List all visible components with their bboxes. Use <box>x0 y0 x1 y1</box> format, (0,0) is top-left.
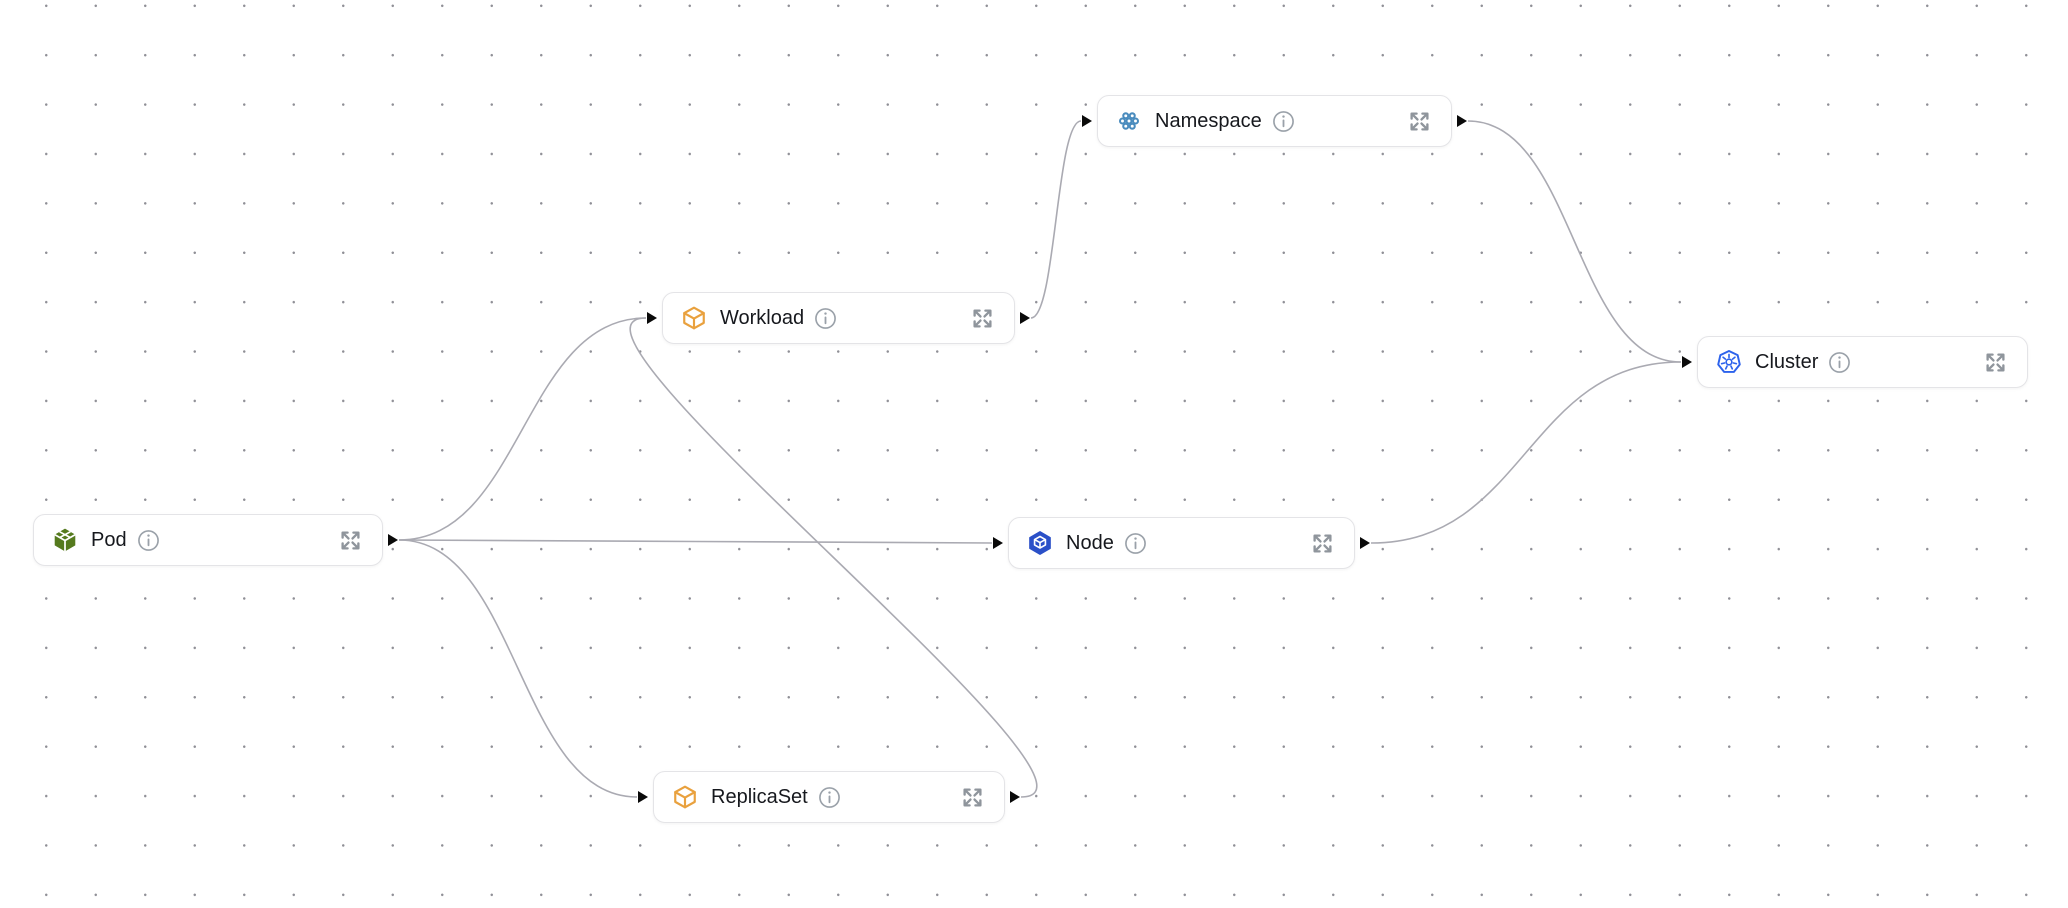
graph-node-cluster[interactable]: Cluster <box>1682 336 2028 388</box>
expand-button[interactable] <box>1982 349 2009 376</box>
input-port[interactable] <box>647 312 657 324</box>
input-port[interactable] <box>993 537 1003 549</box>
expand-button[interactable] <box>969 305 996 332</box>
node-label: ReplicaSet <box>711 785 808 808</box>
node-icon <box>1027 530 1053 556</box>
graph-node-workload[interactable]: Workload <box>647 292 1030 344</box>
edge-workload-to-namespace[interactable] <box>1030 120 1082 319</box>
edge-replicaset-to-workload[interactable] <box>629 317 1038 798</box>
info-button[interactable] <box>1828 351 1851 374</box>
info-button[interactable] <box>814 307 837 330</box>
expand-button[interactable] <box>337 527 364 554</box>
info-icon <box>1828 351 1851 374</box>
output-port[interactable] <box>1010 791 1020 803</box>
expand-icon <box>1309 530 1336 557</box>
node-label: Cluster <box>1755 350 1819 373</box>
edge-node-to-cluster[interactable] <box>1370 361 1682 544</box>
expand-icon <box>337 527 364 554</box>
info-button[interactable] <box>137 529 160 552</box>
edge-namespace-to-cluster[interactable] <box>1467 120 1682 363</box>
expand-icon <box>969 305 996 332</box>
info-icon <box>1272 110 1295 133</box>
edge-pod-to-replicaset[interactable] <box>398 539 638 798</box>
namespace-icon <box>1116 108 1142 134</box>
graph-node-replicaset[interactable]: ReplicaSet <box>638 771 1020 823</box>
graph-node-pod[interactable]: Pod <box>33 514 398 566</box>
info-button[interactable] <box>818 786 841 809</box>
output-port[interactable] <box>1457 115 1467 127</box>
input-port[interactable] <box>638 791 648 803</box>
cube-icon <box>681 305 707 331</box>
expand-button[interactable] <box>959 784 986 811</box>
edge-pod-to-node[interactable] <box>398 539 993 544</box>
node-label: Pod <box>91 528 127 551</box>
graph-node-node[interactable]: Node <box>993 517 1370 569</box>
expand-icon <box>1406 108 1433 135</box>
info-icon <box>137 529 160 552</box>
edge-pod-to-workload[interactable] <box>398 317 647 541</box>
expand-button[interactable] <box>1309 530 1336 557</box>
kubernetes-icon <box>1716 349 1742 375</box>
expand-icon <box>959 784 986 811</box>
output-port[interactable] <box>1020 312 1030 324</box>
input-port[interactable] <box>1082 115 1092 127</box>
node-label: Node <box>1066 531 1114 554</box>
input-port[interactable] <box>1682 356 1692 368</box>
graph-node-namespace[interactable]: Namespace <box>1082 95 1467 147</box>
node-label: Namespace <box>1155 109 1262 132</box>
pod-icon <box>52 527 78 553</box>
info-icon <box>1124 532 1147 555</box>
output-port[interactable] <box>1360 537 1370 549</box>
node-label: Workload <box>720 306 805 329</box>
output-port[interactable] <box>388 534 398 546</box>
expand-button[interactable] <box>1406 108 1433 135</box>
info-button[interactable] <box>1124 532 1147 555</box>
cube-icon <box>672 784 698 810</box>
expand-icon <box>1982 349 2009 376</box>
info-icon <box>814 307 837 330</box>
info-icon <box>818 786 841 809</box>
info-button[interactable] <box>1272 110 1295 133</box>
